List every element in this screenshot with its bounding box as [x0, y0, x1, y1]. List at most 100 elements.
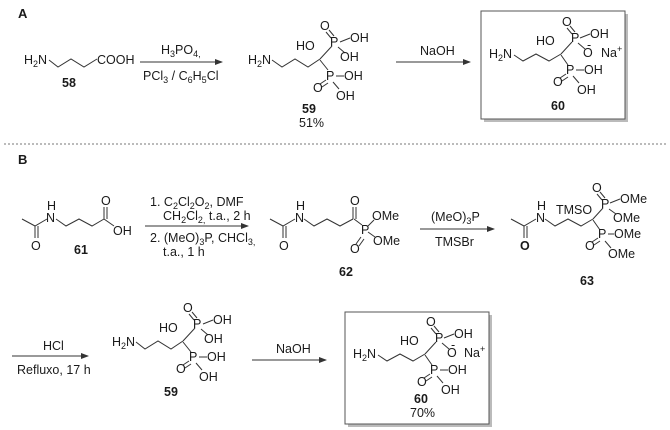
oh-4: OH	[336, 89, 355, 103]
reagent-b3-below: Refluxo, 17 h	[17, 363, 91, 377]
oh-4: OH	[577, 83, 596, 97]
compound-62: O N H O P OMe OMe O 62	[269, 194, 400, 279]
section-label-a: A	[18, 6, 28, 21]
ome-2: OMe	[613, 211, 640, 225]
minus-charge: -	[587, 38, 591, 52]
compound-61: O N H O OH 61	[21, 194, 132, 257]
compound-label-60: 60	[414, 392, 428, 406]
acid-oxo: O	[101, 194, 111, 208]
oh-1: OH	[590, 27, 609, 41]
amine-group: H2N	[248, 53, 271, 69]
oh-1: OH	[350, 31, 369, 45]
hydroxyl: HO	[400, 334, 419, 348]
oxo-1: O	[320, 19, 330, 33]
hydroxyl: HO	[536, 34, 555, 48]
ome-1: OMe	[620, 192, 647, 206]
acetyl-chain	[21, 218, 48, 227]
amine-group: H2N	[489, 47, 512, 63]
compound-label-59: 59	[302, 102, 316, 116]
carbon-chain	[55, 218, 105, 227]
sodium-cation: Na+	[464, 344, 485, 360]
compound-label-59: 59	[164, 385, 178, 399]
minus-charge: -	[451, 338, 455, 352]
carbon-chain	[544, 218, 594, 227]
phosphorus-1: P	[435, 331, 443, 345]
oxo-2: O	[176, 362, 186, 376]
acid-oh: OH	[113, 224, 132, 238]
section-label-b: B	[18, 152, 27, 167]
compound-label-60: 60	[551, 99, 565, 113]
oh-3: OH	[207, 350, 226, 364]
phosphoryl-oxo: O	[350, 242, 360, 256]
hydroxyl: HO	[159, 321, 178, 335]
phosphorus-2: P	[430, 363, 438, 377]
amide-n: N	[536, 211, 545, 225]
ome-4: OMe	[608, 247, 635, 261]
yield-60: 70%	[410, 406, 435, 420]
compound-60-a-box: H2N HO P O OH O - Na+ P OH O OH 60	[480, 10, 628, 122]
carbon-chain	[271, 58, 321, 68]
keto-oxo: O	[350, 194, 360, 208]
amide-h: H	[47, 199, 56, 213]
compound-label-58: 58	[62, 76, 76, 90]
oh-1: OH	[213, 313, 232, 327]
oh-3: OH	[448, 363, 467, 377]
oxo-1: O	[426, 315, 436, 329]
compound-label-63: 63	[580, 274, 594, 288]
carbon-chain	[135, 340, 184, 350]
oxide-anion: O	[447, 346, 457, 360]
amide-h: H	[296, 199, 305, 213]
reagent-a1-above: H3PO4,	[161, 43, 201, 59]
phosphorus-1: P	[193, 317, 201, 331]
oh-4: OH	[199, 370, 218, 384]
reagent-a2-above: NaOH	[420, 44, 455, 58]
yield-59: 51%	[299, 116, 324, 130]
oh-3: OH	[344, 69, 363, 83]
phosphorus-2: P	[566, 63, 574, 77]
oh-2: OH	[340, 50, 359, 64]
oxo-2: O	[313, 81, 323, 95]
ome-2: OMe	[373, 234, 400, 248]
carbon-chain	[377, 353, 426, 362]
amide-n: N	[295, 211, 304, 225]
sodium-cation: Na+	[601, 44, 622, 60]
phosphorus-1: P	[571, 31, 579, 45]
reagent-b2-below: TMSBr	[435, 235, 474, 249]
amine-group: H2N	[112, 335, 135, 351]
carboxyl-group: COOH	[97, 53, 135, 67]
oxo-2: O	[417, 375, 427, 389]
compound-59-a: H2N HO P O OH OH P OH O OH 59 51%	[248, 19, 369, 130]
oh-3: OH	[584, 63, 603, 77]
hydroxyl: HO	[296, 39, 315, 53]
reagent-b3-above: HCl	[43, 339, 64, 353]
oh-4: OH	[441, 383, 460, 397]
phosphorus: P	[361, 223, 369, 237]
carbon-chain	[48, 58, 98, 68]
compound-58: H2N COOH 58	[24, 53, 135, 90]
amine-group: H2N	[353, 347, 376, 363]
reagent-b1-below-1: 2. (MeO)3P, CHCl3,	[150, 231, 255, 247]
phosphorus-1: P	[330, 35, 338, 49]
phosphorus-2: P	[326, 69, 334, 83]
reagent-b1-below-2: t.a., 1 h	[163, 245, 205, 259]
acetyl-chain	[269, 218, 296, 227]
compound-63: O N H TMSO P O OMe OMe P OMe O OMe 63	[510, 181, 647, 288]
reagent-b4-above: NaOH	[276, 342, 311, 356]
compound-label-61: 61	[74, 243, 88, 257]
oxo-1: O	[183, 301, 193, 315]
acetyl-oxo: O	[520, 239, 530, 253]
ome-1: OMe	[372, 209, 399, 223]
carbon-chain	[513, 53, 562, 62]
amide-n: N	[46, 211, 55, 225]
reagent-b2-above: (MeO)3P	[431, 210, 480, 226]
tmso-group: TMSO	[556, 203, 592, 217]
phosphorus-1: P	[601, 197, 609, 211]
reagent-b1-above-2: CH2Cl2, t.a., 2 h	[163, 209, 251, 225]
amine-group: H2N	[24, 53, 47, 69]
acetyl-oxo: O	[279, 239, 289, 253]
oxide-anion: O	[583, 46, 593, 60]
compound-label-62: 62	[339, 265, 353, 279]
oxo-1: O	[592, 181, 602, 195]
oxo-1: O	[562, 15, 572, 29]
